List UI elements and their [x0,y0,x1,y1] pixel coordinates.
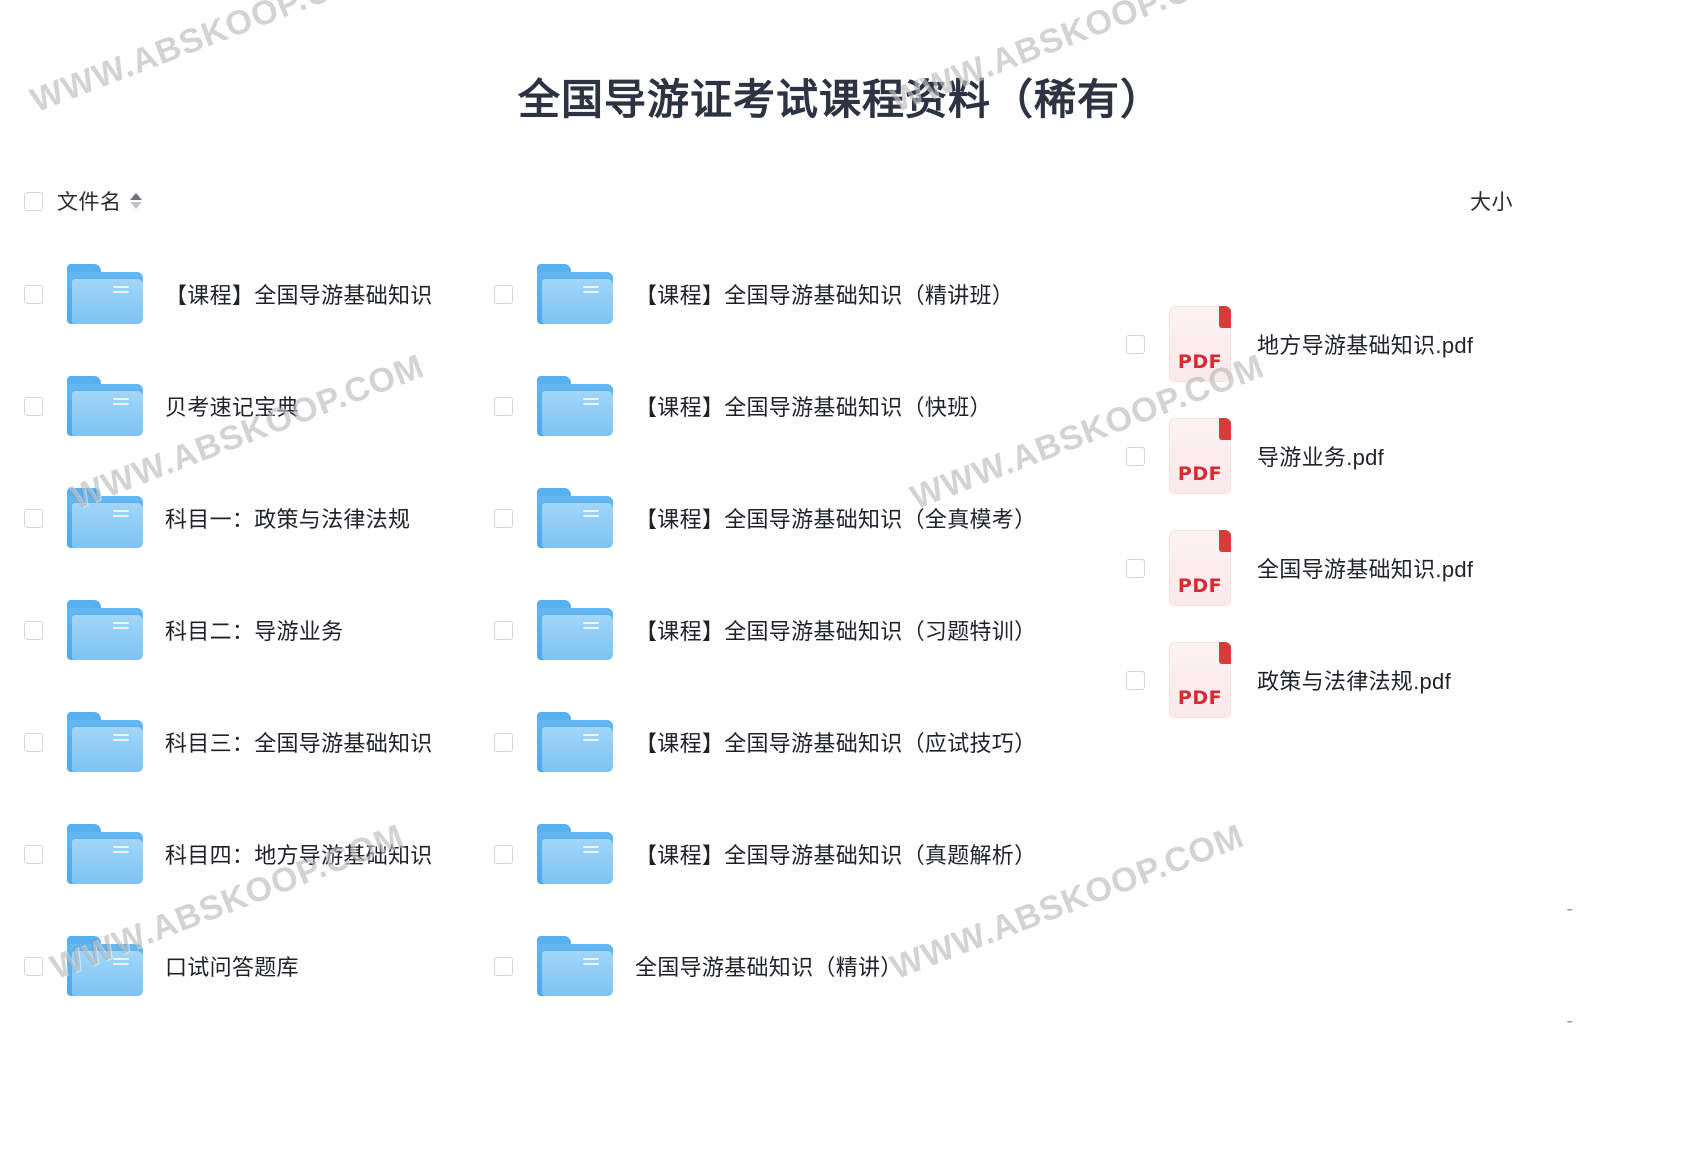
row-checkbox[interactable] [24,844,43,864]
file-name-label: 科目一：政策与法律法规 [165,507,411,533]
folder-icon [537,824,613,885]
file-name-label: 全国导游基础知识.pdf [1257,557,1474,583]
size-cell: - [1566,898,1573,921]
file-name-label: 口试问答题库 [165,955,299,981]
sort-updown-icon[interactable] [129,193,142,210]
file-name-label: 政策与法律法规.pdf [1257,669,1451,695]
filename-column-header[interactable]: 文件名 [24,186,142,216]
folder-icon [537,376,613,437]
file-name-label: 【课程】全国导游基础知识（全真模考） [635,507,1037,533]
file-name-label: 科目二：导游业务 [165,619,344,645]
file-column-1: 【课程】全国导游基础知识贝考速记宝典科目一：政策与法律法规科目二：导游业务科目三… [24,238,494,1022]
row-checkbox[interactable] [1126,558,1145,578]
row-checkbox[interactable] [494,844,513,864]
row-checkbox[interactable] [24,396,43,416]
row-checkbox[interactable] [24,620,43,640]
file-name-label: 【课程】全国导游基础知识（习题特训） [635,619,1037,645]
row-checkbox[interactable] [24,732,43,752]
size-cell: - [1566,1010,1573,1033]
file-name-label: 【课程】全国导游基础知识（精讲班） [635,283,1015,309]
filename-header-label: 文件名 [57,191,122,215]
folder-row[interactable]: 【课程】全国导游基础知识（精讲班） [494,238,1114,350]
row-checkbox[interactable] [1126,446,1145,466]
folder-row[interactable]: 科目二：导游业务 [24,574,494,686]
file-row[interactable]: PDF 地方导游基础知识.pdf [1126,288,1681,400]
file-name-label: 科目三：全国导游基础知识 [165,731,433,757]
row-checkbox[interactable] [1126,334,1145,354]
pdf-file-icon: PDF [1169,306,1231,383]
folder-row[interactable]: 【课程】全国导游基础知识（应试技巧） [494,686,1114,798]
folder-row[interactable]: 科目一：政策与法律法规 [24,462,494,574]
file-name-label: 导游业务.pdf [1257,445,1385,471]
folder-row[interactable]: 【课程】全国导游基础知识（习题特训） [494,574,1114,686]
folder-icon [537,936,613,997]
file-row[interactable]: PDF 导游业务.pdf [1126,400,1681,512]
file-name-label: 地方导游基础知识.pdf [1257,333,1474,359]
file-row[interactable]: PDF 政策与法律法规.pdf [1126,624,1681,736]
row-checkbox[interactable] [494,732,513,752]
row-checkbox[interactable] [494,508,513,528]
folder-icon [67,936,143,997]
file-name-label: 贝考速记宝典 [165,395,299,421]
file-column-3: PDF 地方导游基础知识.pdf PDF 导游业务.pdf PDF 全国导游基础知识… [1126,288,1681,736]
folder-icon [537,488,613,549]
file-name-label: 全国导游基础知识（精讲） [635,955,903,981]
folder-row[interactable]: 【课程】全国导游基础知识（快班） [494,350,1114,462]
folder-icon [67,600,143,661]
select-all-checkbox[interactable] [24,191,43,211]
file-name-label: 科目四：地方导游基础知识 [165,843,433,869]
folder-row[interactable]: 【课程】全国导游基础知识 [24,238,494,350]
folder-row[interactable]: 科目四：地方导游基础知识 [24,798,494,910]
row-checkbox[interactable] [1126,670,1145,690]
page-title: 全国导游证考试课程资料（稀有） [517,76,1163,124]
folder-row[interactable]: 【课程】全国导游基础知识（全真模考） [494,462,1114,574]
folder-icon [537,600,613,661]
row-checkbox[interactable] [24,284,43,304]
row-checkbox[interactable] [494,956,513,976]
pdf-file-icon: PDF [1169,530,1231,607]
folder-icon [537,264,613,325]
folder-icon [537,712,613,773]
list-header: 文件名 大小 [0,178,1681,224]
folder-icon [67,376,143,437]
row-checkbox[interactable] [494,620,513,640]
folder-row[interactable]: 科目三：全国导游基础知识 [24,686,494,798]
size-column-header[interactable]: 大小 [1470,191,1513,215]
file-name-label: 【课程】全国导游基础知识 [165,283,433,309]
file-column-2: 【课程】全国导游基础知识（精讲班） 【课程】全国导游基础知识（快班） 【课程】全国导… [494,238,1114,1022]
file-row[interactable]: PDF 全国导游基础知识.pdf [1126,512,1681,624]
folder-row[interactable]: 贝考速记宝典 [24,350,494,462]
file-name-label: 【课程】全国导游基础知识（应试技巧） [635,731,1037,757]
pdf-file-icon: PDF [1169,642,1231,719]
file-name-label: 【课程】全国导游基础知识（真题解析） [635,843,1037,869]
row-checkbox[interactable] [24,508,43,528]
row-checkbox[interactable] [24,956,43,976]
folder-icon [67,488,143,549]
folder-icon [67,264,143,325]
pdf-file-icon: PDF [1169,418,1231,495]
row-checkbox[interactable] [494,396,513,416]
folder-row[interactable]: 口试问答题库 [24,910,494,1022]
folder-icon [67,824,143,885]
folder-row[interactable]: 全国导游基础知识（精讲） [494,910,1114,1022]
folder-icon [67,712,143,773]
row-checkbox[interactable] [494,284,513,304]
folder-row[interactable]: 【课程】全国导游基础知识（真题解析） [494,798,1114,910]
file-name-label: 【课程】全国导游基础知识（快班） [635,395,992,421]
